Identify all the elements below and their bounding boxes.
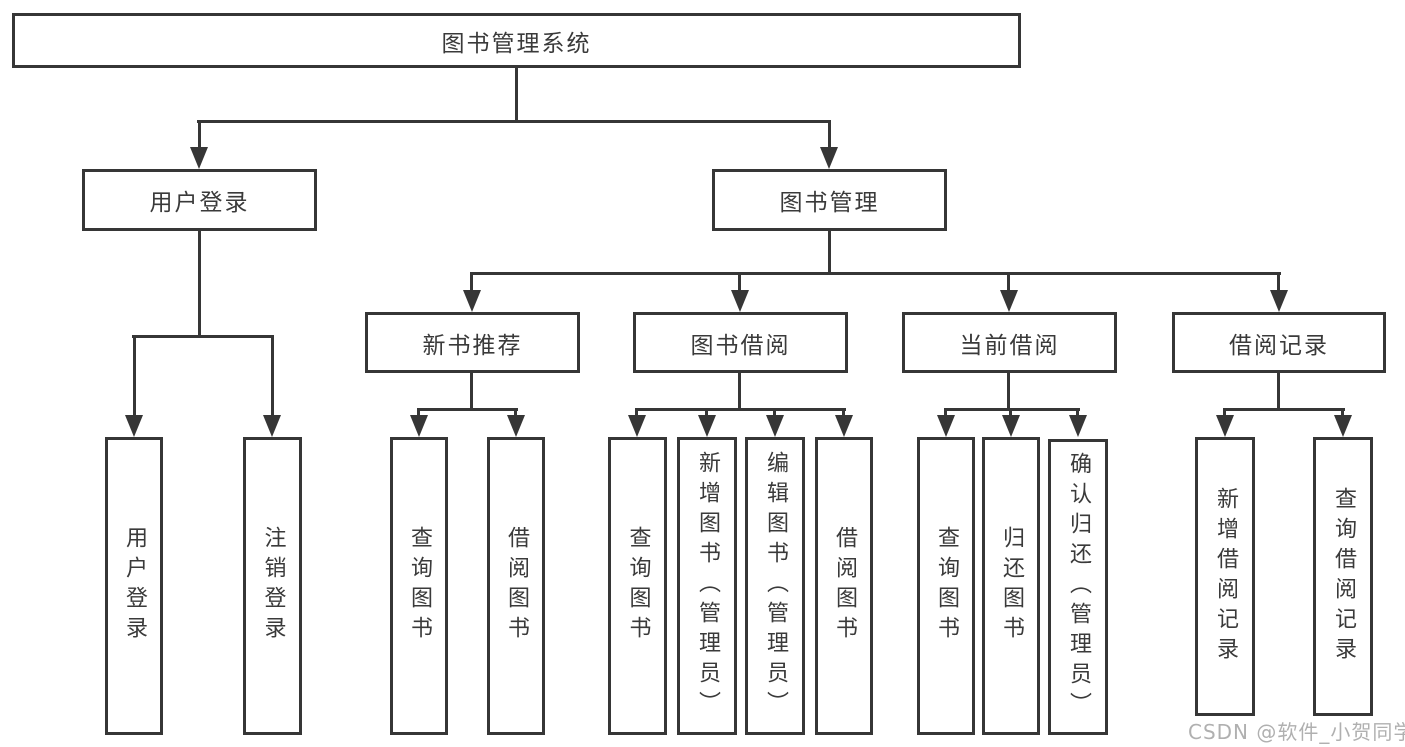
arrow-down-icon xyxy=(1270,290,1288,312)
connector-root-drop xyxy=(515,68,518,122)
leaf-query-books-borrow: 查询图书 xyxy=(608,437,667,735)
leaf-return-book: 归还图书 xyxy=(982,437,1040,735)
leaf-add-book-admin: 新增图书（管理员） xyxy=(677,437,737,735)
arrow-down-icon xyxy=(125,415,143,437)
arrow-down-icon xyxy=(507,415,525,437)
node-book-management: 图书管理 xyxy=(712,169,947,231)
leaf-borrow-books-recommend: 借阅图书 xyxy=(487,437,545,735)
arrow-down-icon xyxy=(835,415,853,437)
arrow-down-icon xyxy=(628,415,646,437)
connector-book-mgmt-drop xyxy=(828,231,831,275)
connector-user-login-drop xyxy=(198,231,201,337)
connector-stub xyxy=(271,335,274,420)
connector-bus xyxy=(1223,408,1345,411)
arrow-down-icon xyxy=(766,415,784,437)
arrow-down-icon xyxy=(820,147,838,169)
connector-stub xyxy=(1223,408,1226,420)
connector-stub xyxy=(417,408,420,420)
connector-stub xyxy=(470,272,473,294)
node-current-borrow: 当前借阅 xyxy=(902,312,1117,373)
connector-stub xyxy=(133,335,136,420)
connector-drop xyxy=(470,373,473,410)
connector-drop xyxy=(738,373,741,410)
arrow-down-icon xyxy=(1334,415,1352,437)
leaf-query-borrow-record: 查询借阅记录 xyxy=(1313,437,1373,716)
node-new-book-recommend: 新书推荐 xyxy=(365,312,580,373)
connector-stub xyxy=(773,408,776,420)
connector-stub xyxy=(1009,408,1012,420)
arrow-down-icon xyxy=(410,415,428,437)
node-book-borrow: 图书借阅 xyxy=(633,312,848,373)
leaf-query-books-recommend: 查询图书 xyxy=(390,437,448,735)
connector-level2-bus xyxy=(197,120,831,123)
watermark: CSDN @软件_小贺同学 xyxy=(1188,720,1405,744)
connector-stub xyxy=(842,408,845,420)
connector-drop xyxy=(1007,373,1010,410)
connector-bus xyxy=(417,408,518,411)
connector-stub xyxy=(198,120,201,150)
arrow-down-icon xyxy=(731,290,749,312)
connector-stub xyxy=(944,408,947,420)
node-borrow-records: 借阅记录 xyxy=(1172,312,1386,373)
connector-level3-bus xyxy=(470,272,1281,275)
leaf-user-login: 用户登录 xyxy=(105,437,163,735)
arrow-down-icon xyxy=(190,147,208,169)
arrow-down-icon xyxy=(937,415,955,437)
arrow-down-icon xyxy=(463,290,481,312)
connector-stub xyxy=(514,408,517,420)
leaf-query-books-current: 查询图书 xyxy=(917,437,975,735)
connector-stub xyxy=(738,272,741,294)
connector-drop xyxy=(1277,373,1280,410)
arrow-down-icon xyxy=(1216,415,1234,437)
connector-stub xyxy=(1277,272,1280,294)
arrow-down-icon xyxy=(1000,290,1018,312)
arrow-down-icon xyxy=(698,415,716,437)
connector-stub xyxy=(705,408,708,420)
connector-stub xyxy=(1076,408,1079,420)
leaf-borrow-books: 借阅图书 xyxy=(815,437,873,735)
leaf-add-borrow-record: 新增借阅记录 xyxy=(1195,437,1255,716)
connector-stub xyxy=(635,408,638,420)
leaf-logout: 注销登录 xyxy=(243,437,302,735)
connector-bus xyxy=(635,408,846,411)
node-user-login: 用户登录 xyxy=(82,169,317,231)
leaf-edit-book-admin: 编辑图书（管理员） xyxy=(745,437,805,735)
connector-user-login-bus xyxy=(132,335,274,338)
arrow-down-icon xyxy=(263,415,281,437)
connector-stub xyxy=(828,120,831,150)
node-root: 图书管理系统 xyxy=(12,13,1021,68)
arrow-down-icon xyxy=(1069,415,1087,437)
leaf-confirm-return-admin: 确认归还（管理员） xyxy=(1048,439,1108,735)
connector-bus xyxy=(944,408,1080,411)
connector-stub xyxy=(1007,272,1010,294)
arrow-down-icon xyxy=(1002,415,1020,437)
connector-stub xyxy=(1341,408,1344,420)
